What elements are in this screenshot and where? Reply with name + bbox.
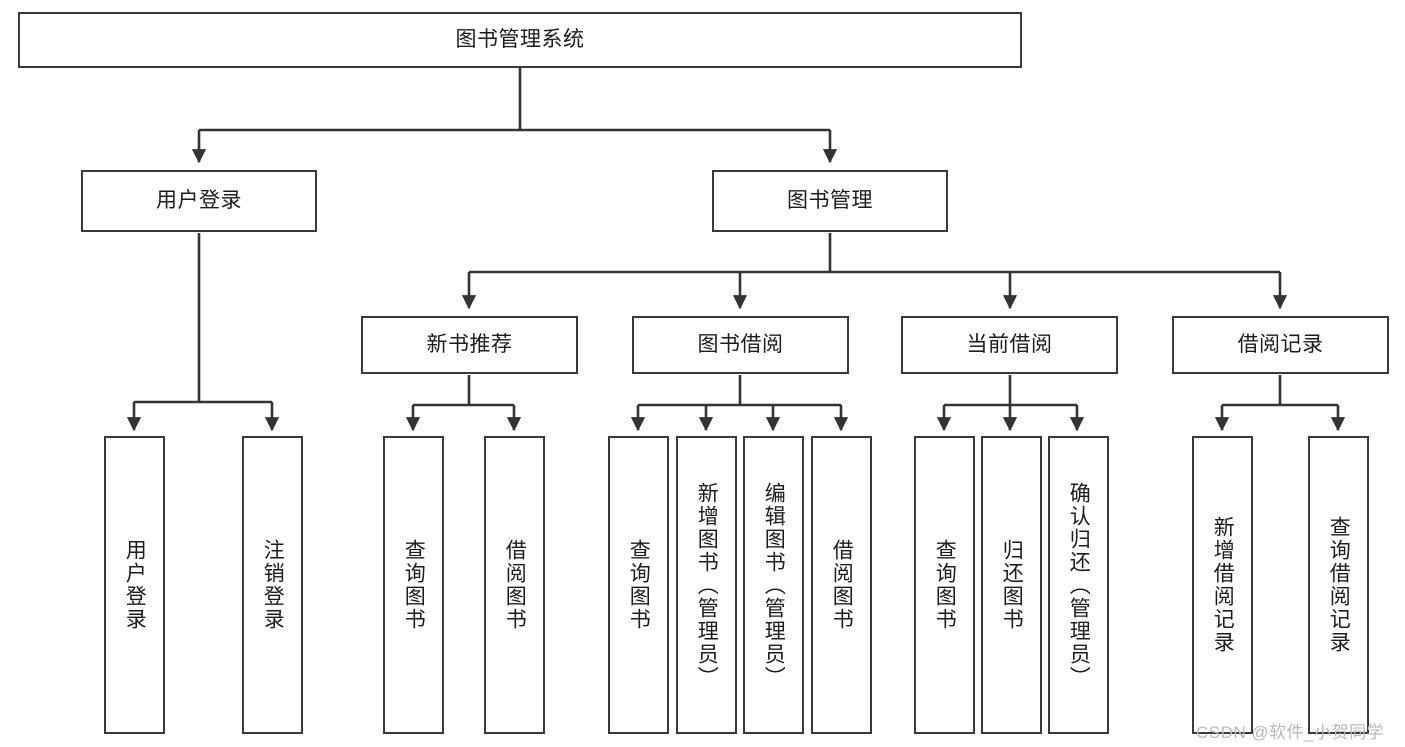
leaf-add-book[interactable]: 新增图书（管理员） [676,436,737,734]
node-new-book-recommend-label: 新书推荐 [426,333,513,357]
leaf-user-logout[interactable]: 注销登录 [242,436,303,734]
leaf-add-record-label: 新增借阅记录 [1211,516,1235,654]
leaf-user-logout-label: 注销登录 [261,539,285,631]
node-book-borrow[interactable]: 图书借阅 [632,316,849,374]
leaf-confirm-return-label: 确认归还（管理员） [1067,481,1091,689]
leaf-borrow-book-2[interactable]: 借阅图书 [811,436,872,734]
node-book-manage[interactable]: 图书管理 [712,170,948,232]
leaf-user-login-label: 用户登录 [123,539,147,631]
leaf-borrow-book-1[interactable]: 借阅图书 [484,436,545,734]
leaf-add-book-label: 新增图书（管理员） [695,481,719,689]
node-borrow-record-label: 借阅记录 [1237,333,1324,357]
leaf-user-login[interactable]: 用户登录 [104,436,165,734]
leaf-query-book-1[interactable]: 查询图书 [383,436,444,734]
node-user-login[interactable]: 用户登录 [81,170,317,232]
leaf-edit-book-label: 编辑图书（管理员） [762,481,786,689]
leaf-return-book[interactable]: 归还图书 [981,436,1042,734]
leaf-query-book-3[interactable]: 查询图书 [914,436,975,734]
leaf-query-record[interactable]: 查询借阅记录 [1308,436,1369,734]
leaf-borrow-book-2-label: 借阅图书 [830,539,854,631]
node-borrow-record[interactable]: 借阅记录 [1172,316,1389,374]
node-book-borrow-label: 图书借阅 [697,333,784,357]
node-new-book-recommend[interactable]: 新书推荐 [361,316,578,374]
node-current-borrow-label: 当前借阅 [966,333,1053,357]
leaf-borrow-book-1-label: 借阅图书 [503,539,527,631]
leaf-query-record-label: 查询借阅记录 [1327,516,1351,654]
node-root[interactable]: 图书管理系统 [18,12,1022,68]
leaf-query-book-1-label: 查询图书 [402,539,426,631]
leaf-confirm-return[interactable]: 确认归还（管理员） [1048,436,1109,734]
leaf-query-book-3-label: 查询图书 [933,539,957,631]
node-user-login-label: 用户登录 [156,189,242,213]
leaf-query-book-2[interactable]: 查询图书 [608,436,669,734]
node-root-label: 图书管理系统 [455,28,585,52]
leaf-query-book-2-label: 查询图书 [627,539,651,631]
csdn-watermark: CSDN @软件_小贺同学 [1196,723,1385,742]
leaf-edit-book[interactable]: 编辑图书（管理员） [743,436,804,734]
node-current-borrow[interactable]: 当前借阅 [901,316,1118,374]
leaf-return-book-label: 归还图书 [1000,539,1024,631]
leaf-add-record[interactable]: 新增借阅记录 [1192,436,1253,734]
node-book-manage-label: 图书管理 [787,189,873,213]
